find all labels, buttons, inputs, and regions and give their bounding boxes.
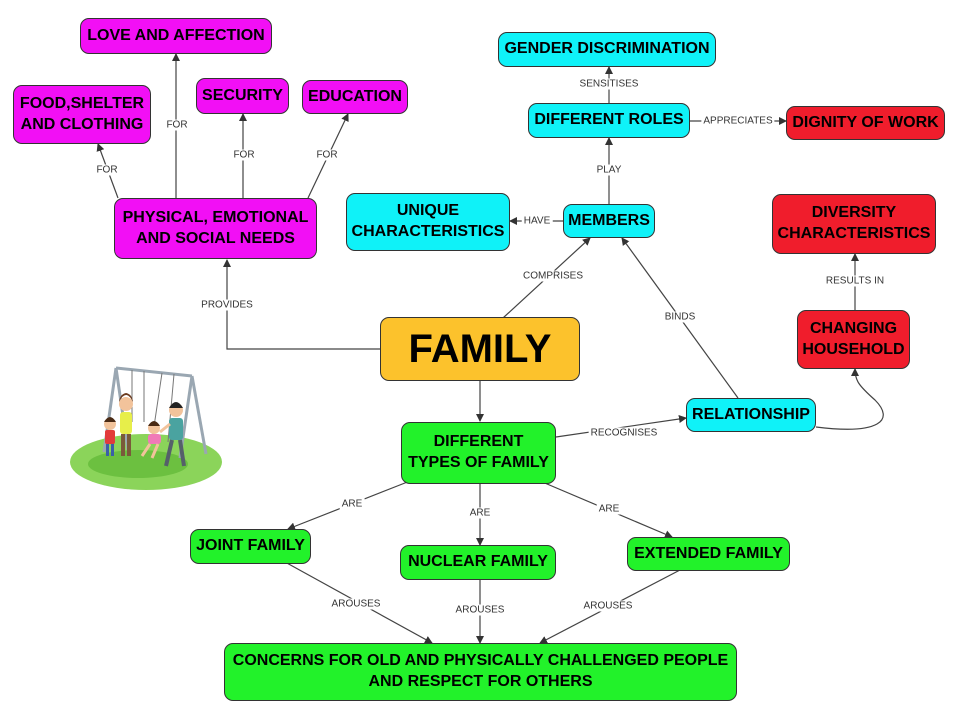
label-recognises: RECOGNISES <box>588 427 660 439</box>
node-dignity-of-work: DIGNITY OF WORK <box>786 106 945 140</box>
node-concerns: CONCERNS FOR OLD AND PHYSICALLY CHALLENG… <box>224 643 737 701</box>
label-arouses-joint: AROUSES <box>329 598 383 610</box>
node-different-types-of-family: DIFFERENT TYPES OF FAMILY <box>401 422 556 484</box>
label-sensitises: SENSITISES <box>577 78 641 90</box>
label-are-extended: ARE <box>596 503 622 515</box>
node-love-and-affection: LOVE AND AFFECTION <box>80 18 272 54</box>
node-food-shelter-clothing: FOOD,SHELTER AND CLOTHING <box>13 85 151 144</box>
node-gender-discrimination: GENDER DISCRIMINATION <box>498 32 716 67</box>
label-play: PLAY <box>594 164 624 176</box>
node-different-roles: DIFFERENT ROLES <box>528 103 690 138</box>
label-comprises: COMPRISES <box>520 270 586 282</box>
label-for-security: FOR <box>231 149 257 161</box>
node-unique-characteristics: UNIQUE CHARACTERISTICS <box>346 193 510 251</box>
node-security: SECURITY <box>196 78 289 114</box>
node-changing-household: CHANGING HOUSEHOLD <box>797 310 910 369</box>
label-are-joint: ARE <box>339 498 365 510</box>
label-for-education: FOR <box>314 149 340 161</box>
link-family-needs <box>223 259 380 350</box>
label-provides: PROVIDES <box>199 299 255 311</box>
label-results-in: RESULTS IN <box>823 275 887 287</box>
node-needs: PHYSICAL, EMOTIONAL AND SOCIAL NEEDS <box>114 198 317 259</box>
node-family: FAMILY <box>380 317 580 381</box>
node-extended-family: EXTENDED FAMILY <box>627 537 790 571</box>
label-arouses-nuclear: AROUSES <box>453 604 507 616</box>
label-appreciates: APPRECIATES <box>701 115 775 127</box>
label-for-food: FOR <box>94 164 120 176</box>
label-are-nuclear: ARE <box>467 507 493 519</box>
label-have: HAVE <box>521 215 553 227</box>
link-relationship-changing <box>815 368 884 430</box>
label-arouses-extended: AROUSES <box>581 600 635 612</box>
family-playground-illustration <box>70 366 222 490</box>
node-relationship: RELATIONSHIP <box>686 398 816 432</box>
label-binds: BINDS <box>662 311 698 323</box>
node-nuclear-family: NUCLEAR FAMILY <box>400 545 556 580</box>
node-education: EDUCATION <box>302 80 408 114</box>
node-members: MEMBERS <box>563 204 655 238</box>
node-diversity-characteristics: DIVERSITY CHARACTERISTICS <box>772 194 936 254</box>
node-joint-family: JOINT FAMILY <box>190 529 311 564</box>
label-for-love: FOR <box>164 119 190 131</box>
